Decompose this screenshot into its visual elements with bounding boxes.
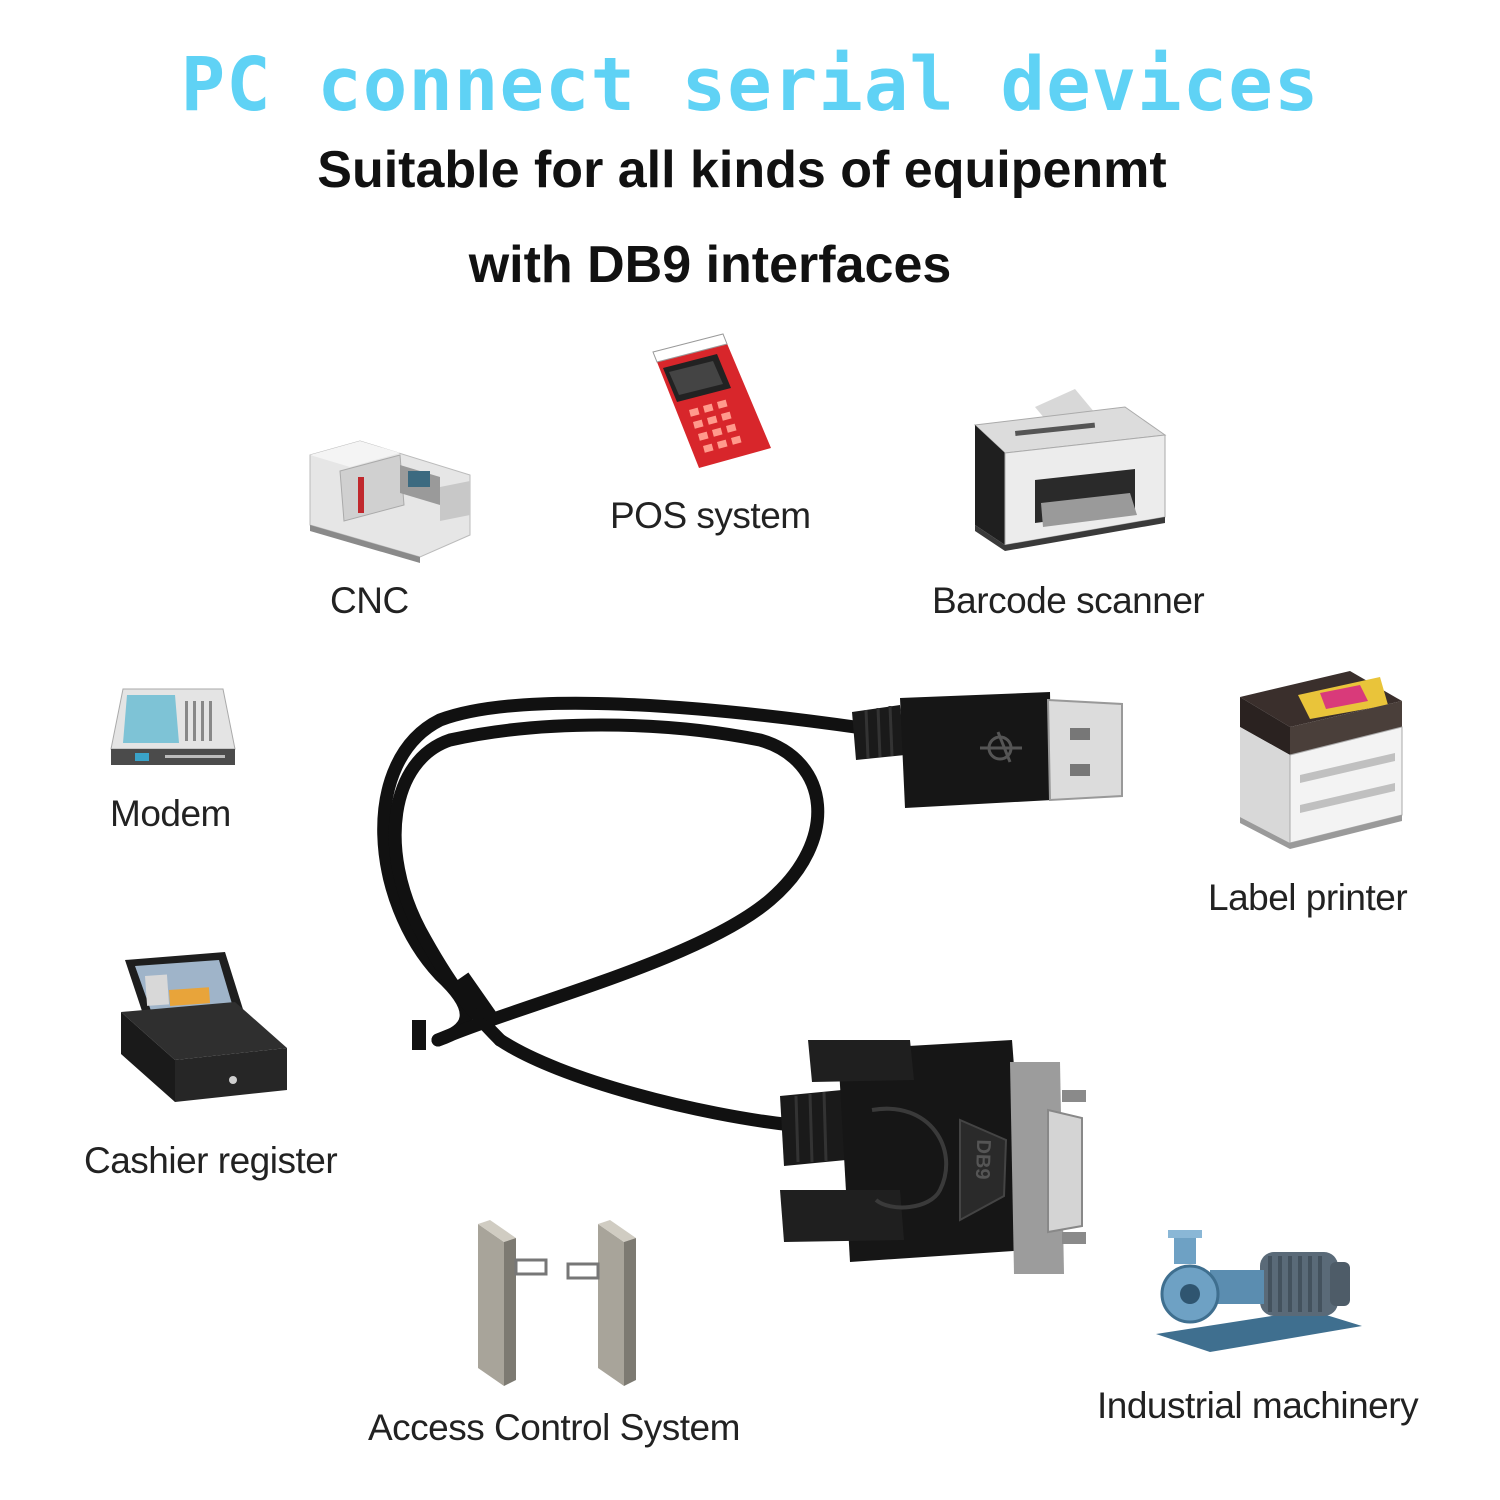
subtitle-line-2: with DB9 interfaces — [468, 236, 952, 294]
modem-icon — [110, 688, 236, 765]
cash-register-icon — [121, 952, 287, 1102]
device-label-modem: Modem — [110, 793, 231, 834]
device-label-pos: POS system — [610, 495, 811, 536]
db9-connector-mark: DB9 — [970, 1139, 995, 1180]
pump-machine-icon — [1156, 1230, 1362, 1352]
page-title: PC connect serial devices — [180, 42, 1320, 128]
pos-terminal-icon — [652, 333, 771, 468]
device-label-cnc: CNC — [330, 580, 409, 621]
cnc-machine-icon — [309, 440, 471, 563]
turnstile-gate-icon — [478, 1220, 636, 1386]
subtitle-line-1: Suitable for all kinds of equipenmt — [317, 141, 1167, 199]
device-label-barcode-scanner: Barcode scanner — [932, 580, 1205, 621]
scanner-printer-icon — [973, 389, 1167, 551]
device-label-access-control: Access Control System — [368, 1407, 740, 1448]
label-printer-icon — [1240, 671, 1403, 849]
device-label-industrial-machinery: Industrial machinery — [1097, 1385, 1419, 1426]
device-label-label-printer: Label printer — [1208, 877, 1408, 918]
device-label-cashier-register: Cashier register — [84, 1140, 338, 1181]
